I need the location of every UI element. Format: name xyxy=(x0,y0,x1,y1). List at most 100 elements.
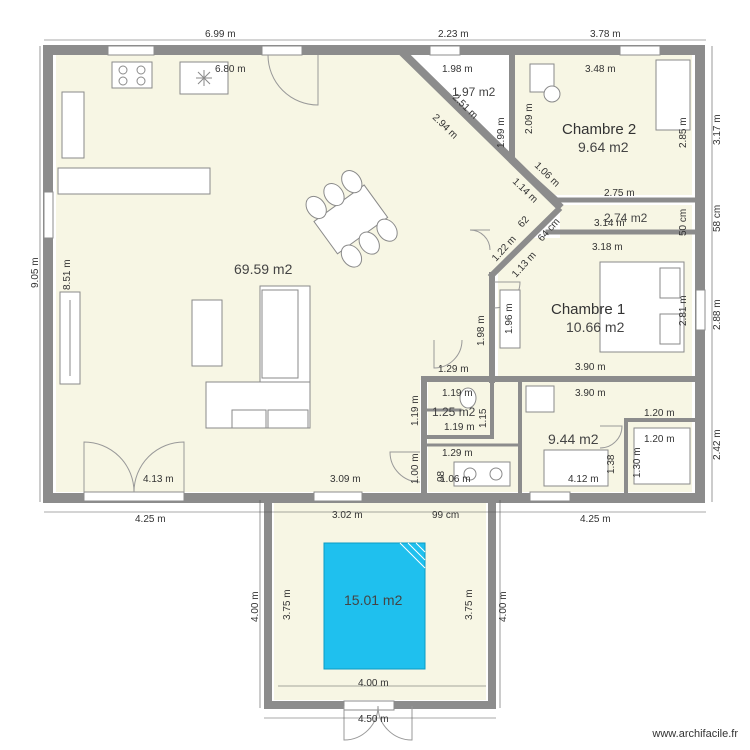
dim-hall-119c: 1.19 m xyxy=(444,422,475,433)
dim-inner-348: 3.48 m xyxy=(585,64,616,75)
dim-top-2: 2.23 m xyxy=(438,29,469,40)
doors xyxy=(83,54,623,741)
pillow xyxy=(659,267,681,299)
dim-left-851: 8.51 m xyxy=(62,259,73,290)
dim-diag-209: 2.09 m xyxy=(524,103,535,134)
hall-door xyxy=(389,451,421,483)
dim-inner-680: 6.80 m xyxy=(215,64,246,75)
windows xyxy=(43,45,706,711)
kitchen-door xyxy=(267,54,319,106)
dim-hall-100: 1.00 m xyxy=(410,453,421,484)
dim-outer-425a: 4.25 m xyxy=(135,514,166,525)
sofa-seat xyxy=(261,289,299,379)
washer-box xyxy=(525,385,555,413)
pillow xyxy=(659,313,681,345)
dim-bath-412: 4.12 m xyxy=(568,474,599,485)
cushion xyxy=(231,409,267,429)
diag-door xyxy=(469,229,491,251)
dim-hall-196: 1.96 m xyxy=(504,303,515,334)
walls xyxy=(43,45,705,709)
diagonal-wall-2 xyxy=(509,49,561,205)
dim-hall-106: 1.06 m xyxy=(440,474,471,485)
bed-chambre2 xyxy=(655,59,691,131)
dim-inner-198a: 1.98 m xyxy=(442,64,473,75)
area-small-b: 1.25 m2 xyxy=(432,405,476,419)
outer-wall xyxy=(43,45,705,503)
window xyxy=(83,491,185,502)
area-chambre2: 9.64 m2 xyxy=(578,139,629,155)
dim-top-1: 6.99 m xyxy=(205,29,236,40)
area-small-c: 2.74 m2 xyxy=(604,211,648,225)
room-name-chambre1: Chambre 1 xyxy=(551,301,625,318)
dim-hall-129a: 1.29 m xyxy=(438,364,469,375)
dim-c2-050: 50 cm xyxy=(678,209,689,236)
bath-door xyxy=(599,425,623,449)
dim-right-242: 2.42 m xyxy=(712,429,723,460)
pool xyxy=(323,542,426,670)
dim-hall-129b: 1.29 m xyxy=(442,448,473,459)
area-living: 69.59 m2 xyxy=(234,261,293,277)
dim-left-905: 9.05 m xyxy=(30,257,41,288)
dim-bath-138: 1.38 xyxy=(606,454,617,474)
kitchen-unit xyxy=(61,91,85,159)
dim-hall-119b: 1.19 m xyxy=(410,395,421,426)
dining-set xyxy=(305,170,398,268)
chair xyxy=(358,231,380,255)
entry-door xyxy=(83,441,185,493)
dim-top-3: 3.78 m xyxy=(590,29,621,40)
sink xyxy=(489,467,503,481)
cushion xyxy=(267,409,309,429)
dim-hall-098: 98 xyxy=(436,470,447,482)
dim-pool-400b: 4.00 m xyxy=(498,591,509,622)
chair xyxy=(341,170,363,194)
dim-pool-375a: 3.75 m xyxy=(282,589,293,620)
toilet xyxy=(459,387,477,409)
chair xyxy=(376,218,398,242)
bathtub xyxy=(543,449,609,487)
counter xyxy=(57,167,211,195)
dim-pool-450: 4.50 m xyxy=(358,714,389,725)
coffee-table xyxy=(191,299,223,367)
fan-icon xyxy=(196,70,212,86)
chair xyxy=(305,195,327,220)
window xyxy=(43,191,54,239)
dim-c2-314: 3.14 m xyxy=(594,218,625,229)
cooktop xyxy=(111,61,153,89)
dim-diag-199: 1.99 m xyxy=(496,117,507,148)
shower-tray xyxy=(633,427,691,485)
dim-hall-198: 1.98 m xyxy=(476,315,487,346)
dim-right-288: 2.88 m xyxy=(712,299,723,330)
burner xyxy=(136,76,146,86)
window xyxy=(529,491,571,502)
dim-bath-120a: 1.20 m xyxy=(644,408,675,419)
dim-outer-425b: 4.25 m xyxy=(580,514,611,525)
burner xyxy=(118,76,128,86)
dim-hall-119a: 1.19 m xyxy=(442,388,473,399)
dim-bot-309: 3.09 m xyxy=(330,474,361,485)
dim-right-058: 58 cm xyxy=(712,205,723,232)
watermark: www.archifacile.fr xyxy=(652,728,738,740)
chair xyxy=(323,182,345,207)
wc-wall xyxy=(422,382,494,439)
pool-steps xyxy=(399,542,426,569)
window xyxy=(261,45,303,56)
dim-pool-375b: 3.75 m xyxy=(464,589,475,620)
living-door xyxy=(433,339,463,369)
window xyxy=(313,491,363,502)
area-small-a: 1.97 m2 xyxy=(452,85,496,99)
dim-c1-281: 2.81 m xyxy=(678,295,689,326)
dim-c1-390a: 3.90 m xyxy=(575,362,606,373)
chair-chambre2 xyxy=(543,85,561,103)
dim-c1-318: 3.18 m xyxy=(592,242,623,253)
dim-outer-099: 99 cm xyxy=(432,510,459,521)
area-pool: 15.01 m2 xyxy=(344,592,403,608)
living-floor xyxy=(56,55,560,492)
window xyxy=(429,45,461,56)
dim-bot-413: 4.13 m xyxy=(143,474,174,485)
dim-bath-120b: 1.20 m xyxy=(644,434,675,445)
window xyxy=(619,45,661,56)
furniture xyxy=(57,59,691,487)
dim-bath-130: 1.30 m xyxy=(632,447,643,478)
burner xyxy=(118,65,128,75)
